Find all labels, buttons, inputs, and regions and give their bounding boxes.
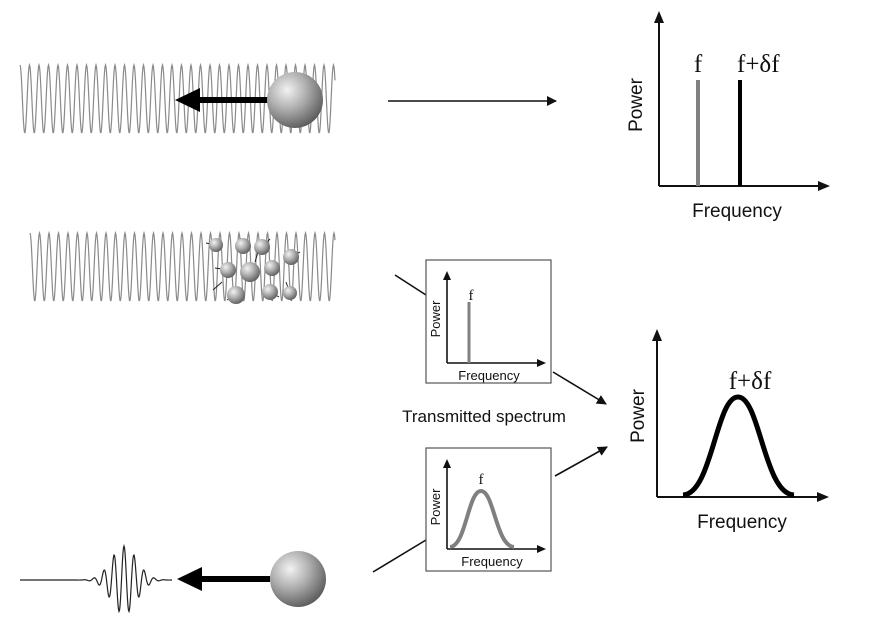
connector-line	[394, 274, 427, 296]
broadband-peak	[449, 488, 515, 549]
x-axis-label: Frequency	[697, 512, 787, 533]
y-axis-label: Power	[628, 388, 649, 443]
scatterer-sphere	[283, 286, 297, 300]
peak-label: f	[469, 288, 474, 304]
continuous-wave-single-scatterer	[19, 62, 557, 134]
y-axis-label: Power	[428, 300, 443, 338]
broadband-shifted-peak	[682, 394, 795, 498]
scatterer-sphere	[227, 286, 245, 304]
x-axis-arrowhead	[537, 545, 546, 553]
peak-label: f	[479, 472, 484, 488]
pulse-wave	[20, 543, 173, 614]
scatterer-sphere	[262, 284, 278, 300]
shifted-peak-label: f+δf	[737, 51, 780, 78]
continuous-wave-middle	[29, 230, 336, 302]
connector-arrow	[554, 446, 608, 477]
scatterer-cluster	[205, 237, 301, 304]
connector-arrow	[552, 371, 607, 405]
velocity-arrow-top	[175, 88, 270, 112]
scatterer-sphere	[254, 239, 270, 255]
peak-label: f+δf	[729, 368, 772, 395]
spectrum-panel-top: f f+δf Power Frequency	[626, 11, 830, 222]
y-axis-arrowhead	[443, 459, 451, 468]
pulsed-wave-single-scatterer	[20, 543, 326, 614]
inset-spectrum-pulsed: f Power Frequency	[372, 446, 608, 573]
scatterer-sphere	[209, 238, 223, 252]
x-axis-arrowhead	[537, 359, 546, 367]
y-axis-arrowhead	[652, 329, 662, 341]
spectrum-panel-bottom: f+δf Power Frequency	[628, 329, 829, 533]
continuous-wave-multiple-scatterers	[29, 230, 336, 304]
velocity-arrow-bottom	[177, 567, 270, 591]
connector-line	[372, 539, 427, 573]
scatterer-sphere	[235, 238, 251, 254]
inset-spectrum-continuous: f Power Frequency	[394, 259, 607, 405]
x-axis-arrowhead	[817, 492, 829, 502]
scatterer-sphere-top	[267, 72, 323, 128]
y-axis-label: Power	[626, 77, 647, 132]
incident-peak-label: f	[694, 51, 703, 78]
scatterer-sphere	[220, 262, 236, 278]
x-axis-label: Frequency	[461, 554, 523, 569]
x-axis-label: Frequency	[692, 201, 782, 222]
x-axis-arrowhead	[818, 181, 830, 191]
scatterer-sphere	[264, 260, 280, 276]
y-axis-label: Power	[428, 488, 443, 526]
transmitted-spectrum-caption: Transmitted spectrum	[402, 407, 566, 426]
y-axis-arrowhead	[654, 11, 664, 23]
scatterer-sphere-bottom	[270, 551, 326, 607]
scatterer-sphere	[240, 262, 260, 282]
x-axis-label: Frequency	[458, 368, 520, 383]
y-axis-arrowhead	[443, 271, 451, 280]
scatterer-sphere	[283, 249, 299, 265]
